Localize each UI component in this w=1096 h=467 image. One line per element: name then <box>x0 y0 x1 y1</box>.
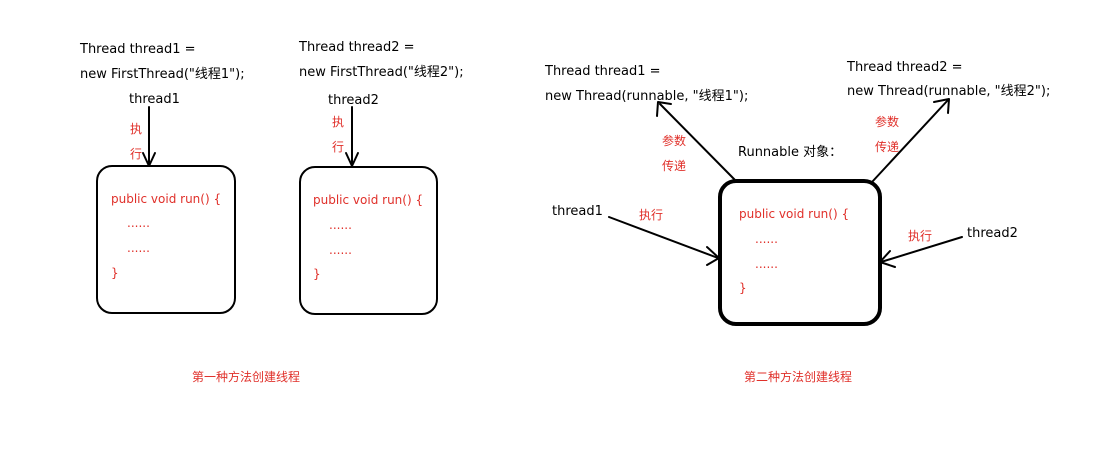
runnable-label: Runnable 对象： <box>738 145 843 160</box>
right-caption: 第二种方法创建线程 <box>744 370 853 384</box>
code-line-1: public void run() { <box>313 193 424 207</box>
arrowhead-param2 <box>933 98 950 114</box>
param-label-2-line1: 参数 <box>875 115 900 129</box>
left-decl1-line2: new FirstThread("线程1"); <box>80 67 245 82</box>
left-exec2-char1: 执 <box>332 115 345 129</box>
param-label-1-line2: 传递 <box>662 159 687 173</box>
code-line-2: ...... <box>127 216 150 230</box>
code-line-3: ...... <box>329 243 352 257</box>
code-line-4: } <box>739 281 747 295</box>
code-line-3: ...... <box>755 257 778 271</box>
left-decl2-line2: new FirstThread("线程2"); <box>299 65 464 80</box>
left-thread2-label: thread2 <box>328 93 379 108</box>
left-exec1-char1: 执 <box>130 122 143 136</box>
arrow-thread2-exec <box>880 236 963 263</box>
left-exec2-char2: 行 <box>332 140 345 154</box>
code-line-4: } <box>111 266 119 280</box>
right-decl1-line1: Thread thread1 = <box>545 64 661 79</box>
code-line-2: ...... <box>755 232 778 246</box>
arrow-thread1-exec <box>608 216 719 259</box>
arrow-param-to-thread2 <box>871 99 949 183</box>
right-thread1-label: thread1 <box>552 204 603 219</box>
code-line-4: } <box>313 267 321 281</box>
arrowhead-param1 <box>656 101 672 117</box>
code-line-2: ...... <box>329 218 352 232</box>
runnable-run-box <box>718 179 882 326</box>
left-thread1-label: thread1 <box>129 92 180 107</box>
arrow-param-to-thread1 <box>659 103 736 181</box>
right-thread2-label: thread2 <box>967 226 1018 241</box>
exec-label-1: 执行 <box>639 208 664 222</box>
run-method-box-2 <box>299 166 438 315</box>
code-line-3: ...... <box>127 241 150 255</box>
exec-label-2: 执行 <box>908 229 933 243</box>
right-decl2-line1: Thread thread2 = <box>847 60 963 75</box>
code-line-1: public void run() { <box>739 207 850 221</box>
code-line-1: public void run() { <box>111 192 222 206</box>
param-label-1-line1: 参数 <box>662 134 687 148</box>
left-exec1-char2: 行 <box>130 147 143 161</box>
run-method-box-1 <box>96 165 236 314</box>
left-caption: 第一种方法创建线程 <box>192 370 301 384</box>
right-decl1-line2: new Thread(runnable, "线程1"); <box>545 89 749 104</box>
left-decl1-line1: Thread thread1 = <box>80 42 196 57</box>
left-decl2-line1: Thread thread2 = <box>299 40 415 55</box>
param-label-2-line2: 传递 <box>875 140 900 154</box>
right-decl2-line2: new Thread(runnable, "线程2"); <box>847 84 1051 99</box>
